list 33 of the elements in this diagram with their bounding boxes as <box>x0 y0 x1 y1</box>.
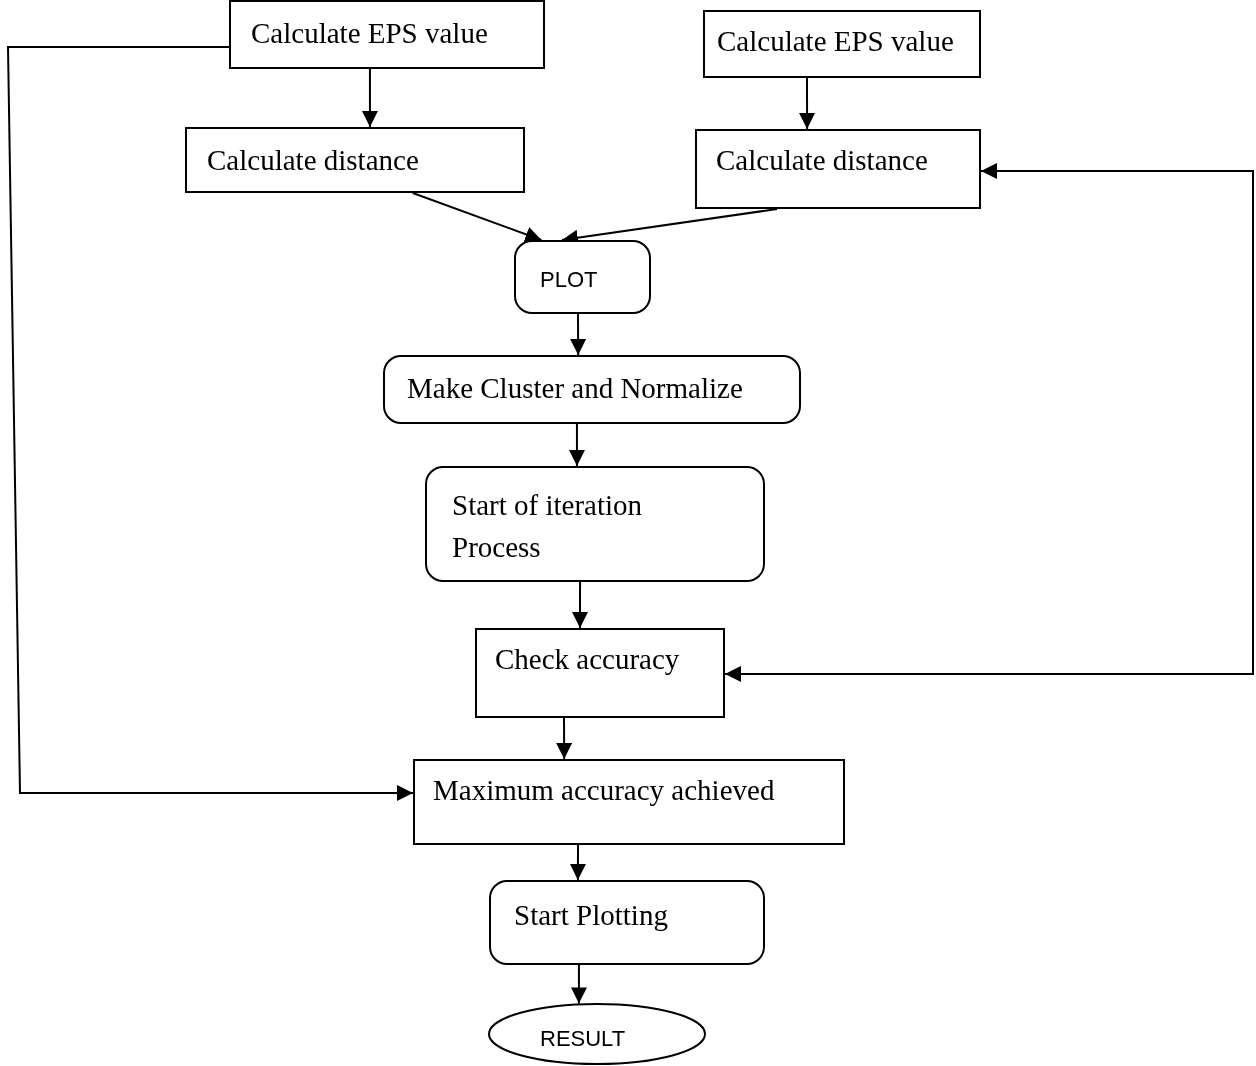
arrow <box>570 964 587 1005</box>
arrow <box>799 77 816 130</box>
step-label: Check accuracy <box>495 642 681 677</box>
arrow <box>361 68 378 128</box>
rounded-process-box <box>489 880 765 965</box>
arrow <box>7 45 414 801</box>
process-box <box>695 129 981 209</box>
step-label: Calculate distance <box>716 143 929 178</box>
terminal-ellipse <box>488 1003 706 1065</box>
step-label: Make Cluster and Normalize <box>407 371 744 406</box>
step-label: Start of iteration Process <box>452 488 644 565</box>
arrow <box>572 581 588 629</box>
arrow <box>411 192 543 242</box>
arrow <box>724 163 1254 682</box>
step-label: Start Plotting <box>514 898 669 933</box>
step-label: Calculate EPS value <box>717 24 955 59</box>
step-label: Maximum accuracy achieved <box>433 773 776 808</box>
process-box <box>185 127 525 193</box>
step-label: Calculate EPS value <box>251 16 489 51</box>
arrow <box>569 844 586 881</box>
rounded-process-box <box>383 355 801 424</box>
process-box <box>475 628 725 718</box>
process-box <box>413 759 845 845</box>
process-box <box>703 10 981 78</box>
step-label: Calculate distance <box>207 143 420 178</box>
process-box <box>229 0 545 69</box>
rounded-process-box <box>514 240 651 314</box>
arrow <box>556 717 573 760</box>
step-label: PLOT <box>540 266 599 294</box>
arrow <box>570 313 587 356</box>
arrow <box>568 423 585 467</box>
rounded-process-box <box>425 466 765 582</box>
step-label: RESULT <box>540 1025 627 1053</box>
